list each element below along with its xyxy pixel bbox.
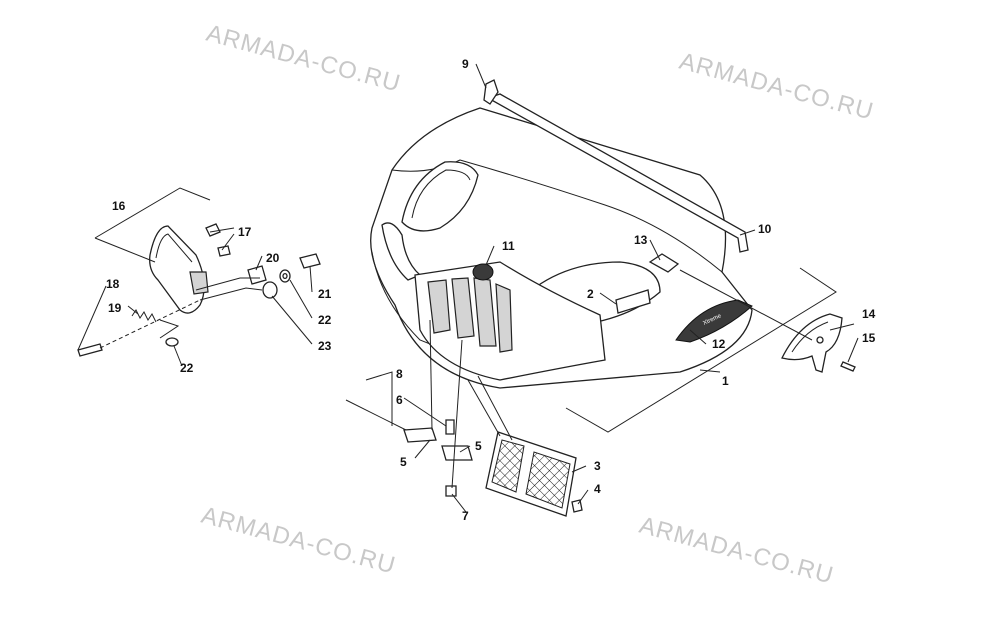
callout-2: 2 (587, 287, 594, 301)
callout-18: 18 (106, 277, 120, 291)
grille-mesh-group (485, 431, 583, 517)
headlight-group (77, 187, 321, 357)
screw-17a (205, 223, 221, 237)
callout-14: 14 (862, 307, 876, 321)
mirror-group (781, 313, 856, 373)
callouts: 1 2 3 4 5 5 6 7 8 9 10 11 12 13 14 15 16… (106, 57, 876, 523)
callout-12: 12 (712, 337, 726, 351)
callout-10: 10 (758, 222, 772, 236)
washer-22b (165, 337, 179, 347)
callout-3: 3 (594, 459, 601, 473)
callout-17: 17 (238, 225, 252, 239)
hood-left-vent-inner (411, 169, 471, 219)
callout-21: 21 (318, 287, 332, 301)
callout-7: 7 (462, 509, 469, 523)
callout-23: 23 (318, 339, 332, 353)
mirror-part (781, 313, 843, 373)
grommet-23 (262, 281, 278, 299)
bolt-21 (299, 253, 321, 269)
callout-9: 9 (462, 57, 469, 71)
callout-8: 8 (396, 367, 403, 381)
adjuster-18 (77, 343, 103, 357)
callout-5-left: 5 (400, 455, 407, 469)
headlight-lens (149, 225, 205, 314)
hood-decal (675, 299, 753, 343)
callout-11: 11 (502, 239, 515, 253)
rod-8 (345, 399, 411, 433)
bracket-5b (441, 445, 473, 461)
clip-4 (571, 499, 583, 513)
hood-left-vent (401, 161, 479, 232)
callout-4: 4 (594, 482, 601, 496)
hood-insert (615, 289, 651, 314)
spring-19 (131, 309, 157, 323)
grille-hardware (345, 319, 513, 497)
callout-15: 15 (862, 331, 876, 345)
callout-5-right: 5 (475, 439, 482, 453)
callout-6: 6 (396, 393, 403, 407)
watermark-bottom-right: ARMADA-CO.RU (636, 512, 836, 590)
watermark-top-left: ARMADA-CO.RU (203, 20, 403, 98)
hood-grille-slots (427, 277, 513, 353)
watermark-bottom-left: ARMADA-CO.RU (198, 502, 398, 580)
hood-emblem (472, 263, 494, 281)
callout-13: 13 (634, 233, 648, 247)
headlight-housing (189, 271, 209, 295)
callout-19: 19 (108, 301, 122, 315)
callout-16: 16 (112, 199, 126, 213)
screw-15 (840, 361, 856, 372)
pin-6 (445, 419, 455, 435)
callout-22-top: 22 (318, 313, 332, 327)
hood-assembly: Xtreme (370, 79, 753, 389)
callout-20: 20 (266, 251, 280, 265)
pin-7 (445, 485, 457, 497)
leader-lines (77, 63, 859, 513)
watermark-top-right: ARMADA-CO.RU (676, 48, 876, 126)
callout-22-bottom: 22 (180, 361, 194, 375)
hood-left-lens (381, 222, 422, 281)
hood-left-bumper (371, 251, 446, 351)
bracket-5a (403, 427, 437, 443)
hood-clip (483, 79, 499, 105)
callout-1: 1 (722, 374, 729, 388)
hood-trim-strip (486, 93, 749, 253)
